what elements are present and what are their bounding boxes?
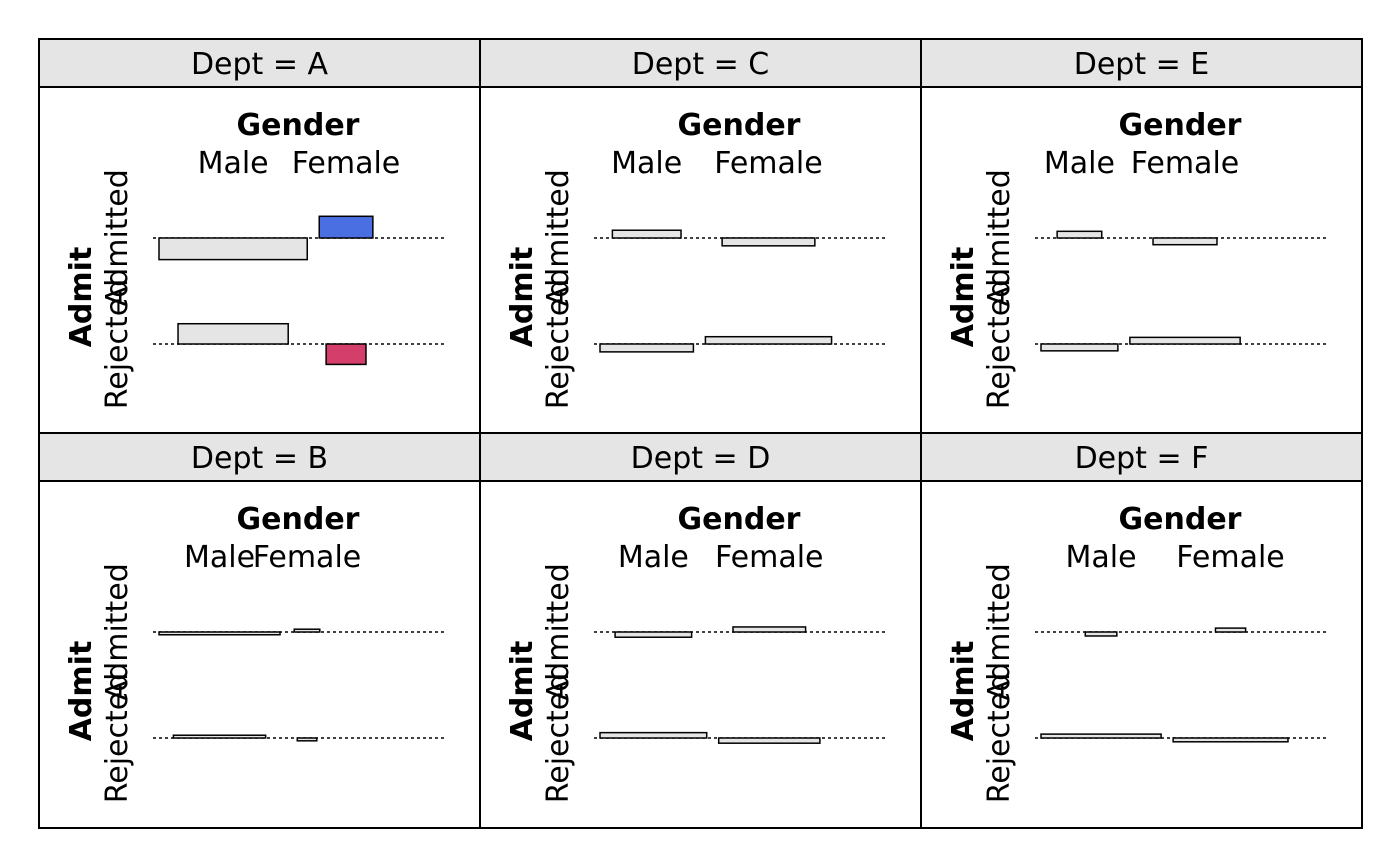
row-level-label: Rejected (982, 279, 1017, 410)
row-level-label: Rejected (541, 673, 576, 804)
column-level-label: Male (618, 540, 689, 575)
panel-strip (479, 38, 922, 88)
column-level-label: Male (1066, 540, 1137, 575)
panel-strip-label: Dept = E (1074, 47, 1210, 82)
residual-bar (1040, 733, 1162, 739)
residual-bar (1084, 631, 1118, 637)
residual-bar (1040, 343, 1119, 352)
row-level-label: Admitted (541, 563, 576, 701)
row-variable-title: Admit (64, 247, 99, 348)
residual-bar (158, 631, 281, 636)
residual-bar (318, 215, 374, 239)
row-variable-title: Admit (946, 247, 981, 348)
residual-bar (1056, 230, 1103, 239)
residual-bar (599, 343, 695, 353)
residual-bar (614, 631, 693, 638)
row-level-label: Rejected (100, 673, 135, 804)
column-variable-title: Gender (237, 108, 360, 143)
row-level-label: Admitted (100, 563, 135, 701)
panel-strip (920, 38, 1363, 88)
residual-bar (1152, 237, 1218, 246)
residual-bar (177, 322, 289, 345)
row-level-label: Admitted (541, 169, 576, 307)
panel-frame (920, 480, 1363, 829)
column-level-label: Female (714, 146, 822, 181)
row-level-label: Admitted (982, 563, 1017, 701)
residual-bar (721, 237, 816, 247)
residual-bar (325, 343, 367, 366)
row-level-label: Admitted (100, 169, 135, 307)
residual-bar (1214, 627, 1247, 633)
panel-strip-label: Dept = D (631, 441, 771, 476)
column-variable-title: Gender (1119, 108, 1242, 143)
column-level-label: Male (611, 146, 682, 181)
residual-bar (172, 734, 267, 739)
residual-bar (717, 737, 821, 744)
column-level-label: Male (184, 540, 255, 575)
row-variable-title: Admit (505, 641, 540, 742)
column-variable-title: Gender (237, 502, 360, 537)
column-level-label: Female (292, 146, 400, 181)
residual-bar (158, 237, 308, 261)
row-level-label: Rejected (100, 279, 135, 410)
column-level-label: Female (715, 540, 823, 575)
panel-strip (38, 38, 481, 88)
column-variable-title: Gender (678, 502, 801, 537)
panel-strip-label: Dept = C (632, 47, 770, 82)
row-level-label: Rejected (982, 673, 1017, 804)
panel-strip-label: Dept = F (1075, 441, 1209, 476)
residual-bar (611, 229, 682, 239)
residual-bar (293, 628, 321, 633)
residual-bar (1172, 737, 1289, 743)
column-level-label: Male (1044, 146, 1115, 181)
residual-bar (296, 737, 318, 742)
column-variable-title: Gender (678, 108, 801, 143)
residual-bar (599, 731, 708, 739)
row-variable-title: Admit (946, 641, 981, 742)
panel-strip (38, 432, 481, 482)
row-variable-title: Admit (505, 247, 540, 348)
panel-strip-label: Dept = B (191, 441, 328, 476)
row-variable-title: Admit (64, 641, 99, 742)
panel-strip-label: Dept = A (191, 47, 329, 82)
column-variable-title: Gender (1119, 502, 1242, 537)
row-level-label: Rejected (541, 279, 576, 410)
column-level-label: Female (253, 540, 361, 575)
residual-bar (732, 626, 807, 633)
residual-bar (1129, 336, 1241, 345)
row-level-label: Admitted (982, 169, 1017, 307)
column-level-label: Male (198, 146, 269, 181)
residual-bar (704, 335, 833, 345)
column-level-label: Female (1131, 146, 1239, 181)
column-level-label: Female (1176, 540, 1284, 575)
